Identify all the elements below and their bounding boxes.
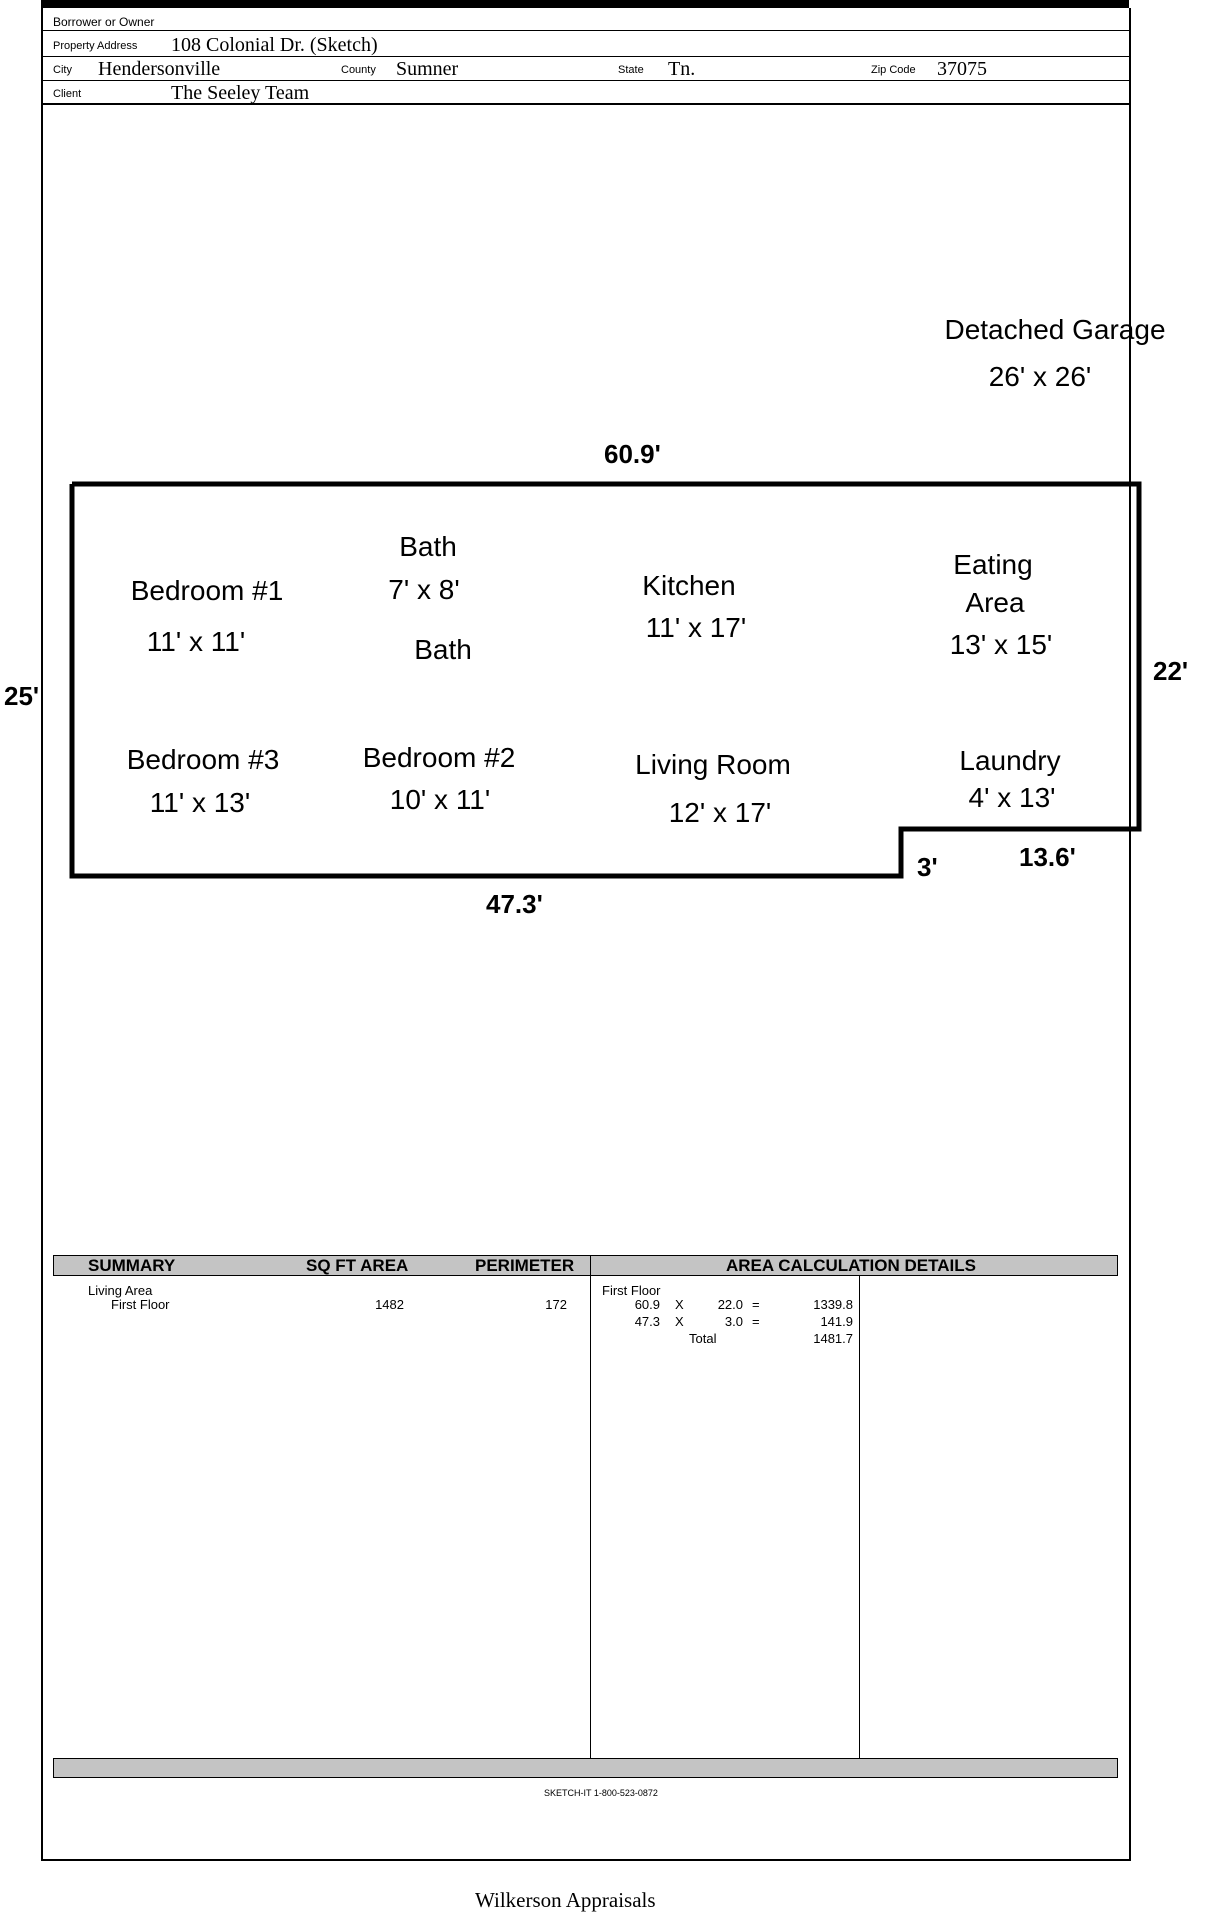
living-area-label: Living Area bbox=[88, 1283, 153, 1298]
summary-header-bar bbox=[53, 1255, 1118, 1276]
calc-dimension-a: 60.9 bbox=[634, 1297, 660, 1312]
zip-label: Zip Code bbox=[871, 64, 916, 76]
first-floor-label: First Floor bbox=[111, 1297, 170, 1312]
calc-total-value: 1481.7 bbox=[813, 1331, 853, 1346]
eating-area-name-line2: Area bbox=[965, 587, 1025, 618]
laundry-name: Laundry bbox=[959, 745, 1061, 776]
dimension-bottom-right: 13.6' bbox=[1019, 842, 1076, 872]
city-value: Hendersonville bbox=[98, 58, 221, 80]
kitchen-name: Kitchen bbox=[642, 570, 736, 601]
calc-equals: = bbox=[752, 1297, 760, 1312]
bedroom2-name: Bedroom #2 bbox=[362, 742, 516, 773]
garage-size: 26' x 26' bbox=[988, 361, 1092, 392]
dimension-step: 3' bbox=[917, 852, 938, 882]
kitchen-size: 11' x 17' bbox=[645, 612, 747, 643]
address-label: Property Address bbox=[53, 40, 138, 52]
calc-dimension-b: 3.0 bbox=[724, 1314, 743, 1329]
bath1-size: 7' x 8' bbox=[388, 574, 460, 605]
calc-equals: = bbox=[752, 1314, 760, 1329]
bedroom3-size: 11' x 13' bbox=[149, 787, 251, 818]
area-calc-heading: AREA CALCULATION DETAILS bbox=[726, 1256, 976, 1275]
bedroom1-size: 11' x 11' bbox=[146, 626, 246, 657]
calc-total-label: Total bbox=[689, 1331, 717, 1346]
county-label: County bbox=[341, 64, 376, 76]
sqft-heading: SQ FT AREA bbox=[306, 1256, 409, 1275]
detail-floor-title: First Floor bbox=[602, 1283, 661, 1298]
bath2-name: Bath bbox=[414, 634, 472, 665]
eating-area-name: Eating bbox=[953, 549, 1033, 580]
header-rule bbox=[41, 80, 1129, 81]
calc-operator: X bbox=[675, 1297, 684, 1312]
address-value: 108 Colonial Dr. (Sketch) bbox=[171, 34, 378, 56]
sqft-value: 1482 bbox=[375, 1297, 404, 1312]
dimension-bottom: 47.3' bbox=[486, 889, 543, 919]
perimeter-heading: PERIMETER bbox=[475, 1256, 575, 1275]
bedroom2-size: 10' x 11' bbox=[389, 784, 491, 815]
laundry-size: 4' x 13' bbox=[968, 782, 1056, 813]
column-divider bbox=[590, 1255, 591, 1758]
county-value: Sumner bbox=[396, 58, 459, 80]
calc-operator: X bbox=[675, 1314, 684, 1329]
sketchit-credit: SKETCH-IT 1-800-523-0872 bbox=[544, 1788, 658, 1798]
calc-result: 141.9 bbox=[820, 1314, 853, 1329]
summary-footer-bar bbox=[53, 1758, 1118, 1778]
bedroom1-name: Bedroom #1 bbox=[130, 575, 284, 606]
dimension-right: 22' bbox=[1153, 656, 1189, 686]
dimension-top: 60.9' bbox=[604, 439, 661, 469]
perimeter-value: 172 bbox=[545, 1297, 567, 1312]
city-label: City bbox=[53, 64, 72, 76]
living-room-size: 12' x 17' bbox=[668, 797, 772, 828]
top-border-bar bbox=[41, 0, 1129, 8]
bedroom3-name: Bedroom #3 bbox=[126, 744, 280, 775]
column-divider bbox=[859, 1275, 860, 1758]
header-rule bbox=[41, 30, 1129, 31]
living-room-name: Living Room bbox=[635, 749, 791, 780]
appraiser-company: Wilkerson Appraisals bbox=[475, 1888, 656, 1912]
calc-dimension-a: 47.3 bbox=[634, 1314, 660, 1329]
calc-dimension-b: 22.0 bbox=[717, 1297, 743, 1312]
calc-result: 1339.8 bbox=[813, 1297, 853, 1312]
client-label: Client bbox=[53, 88, 82, 100]
garage-name: Detached Garage bbox=[944, 314, 1166, 345]
zip-value: 37075 bbox=[937, 58, 987, 80]
state-label: State bbox=[618, 64, 644, 76]
summary-heading: SUMMARY bbox=[88, 1256, 176, 1275]
client-value: The Seeley Team bbox=[171, 82, 310, 104]
header-rule bbox=[41, 56, 1129, 57]
borrower-label: Borrower or Owner bbox=[53, 15, 155, 29]
bath1-name: Bath bbox=[399, 531, 457, 562]
state-value: Tn. bbox=[668, 58, 696, 80]
dimension-left: 25' bbox=[4, 681, 40, 711]
page-frame bbox=[41, 8, 1131, 1861]
eating-area-size: 13' x 15' bbox=[949, 629, 1053, 660]
header-rule bbox=[41, 103, 1129, 105]
